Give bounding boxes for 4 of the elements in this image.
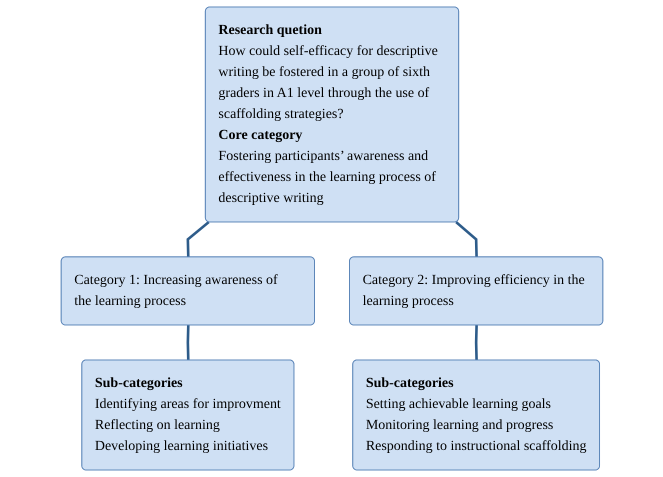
connector [474, 325, 478, 360]
connector [454, 221, 478, 258]
connector [186, 325, 190, 360]
connector [186, 221, 210, 258]
